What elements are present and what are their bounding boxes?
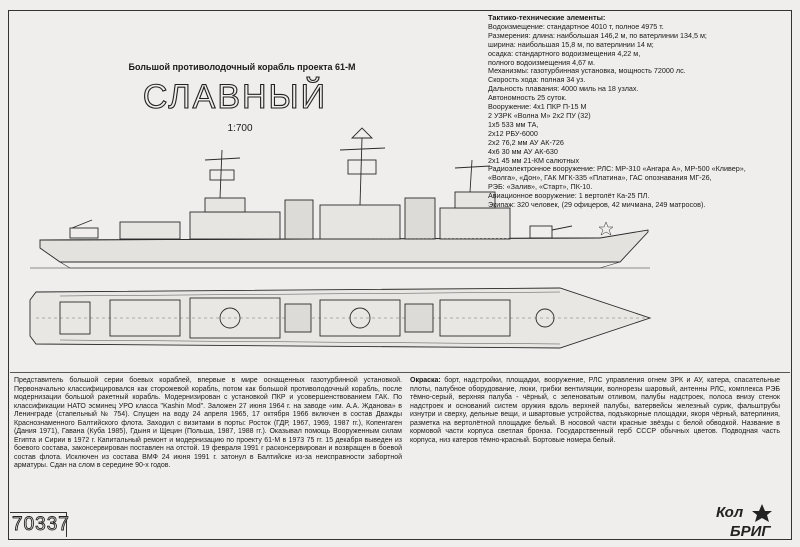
spec-line: Автономность 25 суток.: [488, 94, 567, 103]
spec-line: «Волга», «Дон», ГАК МГК-335 «Платина», Г…: [488, 174, 712, 183]
ship-name-title: СЛАВНЫЙ: [142, 77, 328, 116]
spec-line: Размерения: длина: наибольшая 146,2 м, п…: [488, 31, 707, 40]
specifications-block: Тактико-технические элементы: Водоизмеще…: [488, 14, 788, 210]
spec-line: Дальность плавания: 4000 миль на 18 узла…: [488, 85, 639, 94]
ship-side-profile: [30, 127, 650, 269]
logo-line-2: БРИГ: [730, 523, 771, 540]
spec-line: Экипаж: 320 человек, (29 офицеров, 42 ми…: [488, 201, 706, 210]
spec-line: 2х1 45 мм 21-КМ салютных: [488, 156, 580, 165]
spec-line: полного водоизмещения 4,67 м.: [488, 58, 595, 67]
sheet-frame: [8, 10, 792, 540]
logo-line-1: Кол: [716, 504, 744, 521]
spec-line: РЭБ: «Залив», «Старт», ПК-10.: [488, 183, 593, 192]
star-icon: [752, 504, 772, 522]
spec-line: Радиоэлектронное вооружение: РЛС: МР-310…: [488, 165, 746, 174]
spec-line: осадка: стандартного водоизмещения 4,22 …: [488, 49, 641, 58]
spec-line: 2х2 76,2 мм АУ АК-726: [488, 138, 564, 147]
spec-line: 1х5 533 мм ТА,: [488, 120, 539, 129]
spec-line: ширина: наибольшая 15,8 м, по ватерлинии…: [488, 40, 654, 49]
spec-line: Авиационное вооружение: 1 вертолёт Ка-25…: [488, 192, 650, 201]
catalog-code-box: [10, 512, 67, 537]
paint-scheme: Окраска: борт, надстройки, площадки, воо…: [410, 377, 780, 445]
spec-line: 4х6 30 мм АУ АК-630: [488, 147, 558, 156]
spec-line: Водоизмещение: стандартное 4010 т, полно…: [488, 22, 664, 31]
kolbrig-logo: Кол БРИГ: [716, 504, 772, 540]
catalog-code: 70337: [12, 514, 70, 536]
spec-line: Скорость хода: полная 34 уз.: [488, 76, 586, 85]
scale-label: 1:700: [227, 123, 253, 134]
spec-line: Вооружение: 4х1 ПКР П-15 М: [488, 103, 587, 112]
section-divider: [10, 372, 790, 373]
ship-deck-plan: [29, 287, 652, 349]
paint-text: борт, надстройки, площадки, вооружение, …: [410, 377, 780, 444]
spec-line: 2х12 РБУ-6000: [488, 129, 538, 138]
spec-line: Механизмы: газотурбинная установка, мощн…: [488, 67, 686, 76]
paint-label: Окраска:: [410, 377, 441, 384]
specs-heading: Тактико-технические элементы:: [488, 14, 606, 22]
history-description: Представитель большой серии боевых кораб…: [14, 377, 402, 470]
ship-class-subtitle: Большой противолодочный корабль проекта …: [128, 62, 356, 72]
spec-line: 2 УЗРК «Волна М» 2х2 ПУ (32): [488, 111, 591, 120]
